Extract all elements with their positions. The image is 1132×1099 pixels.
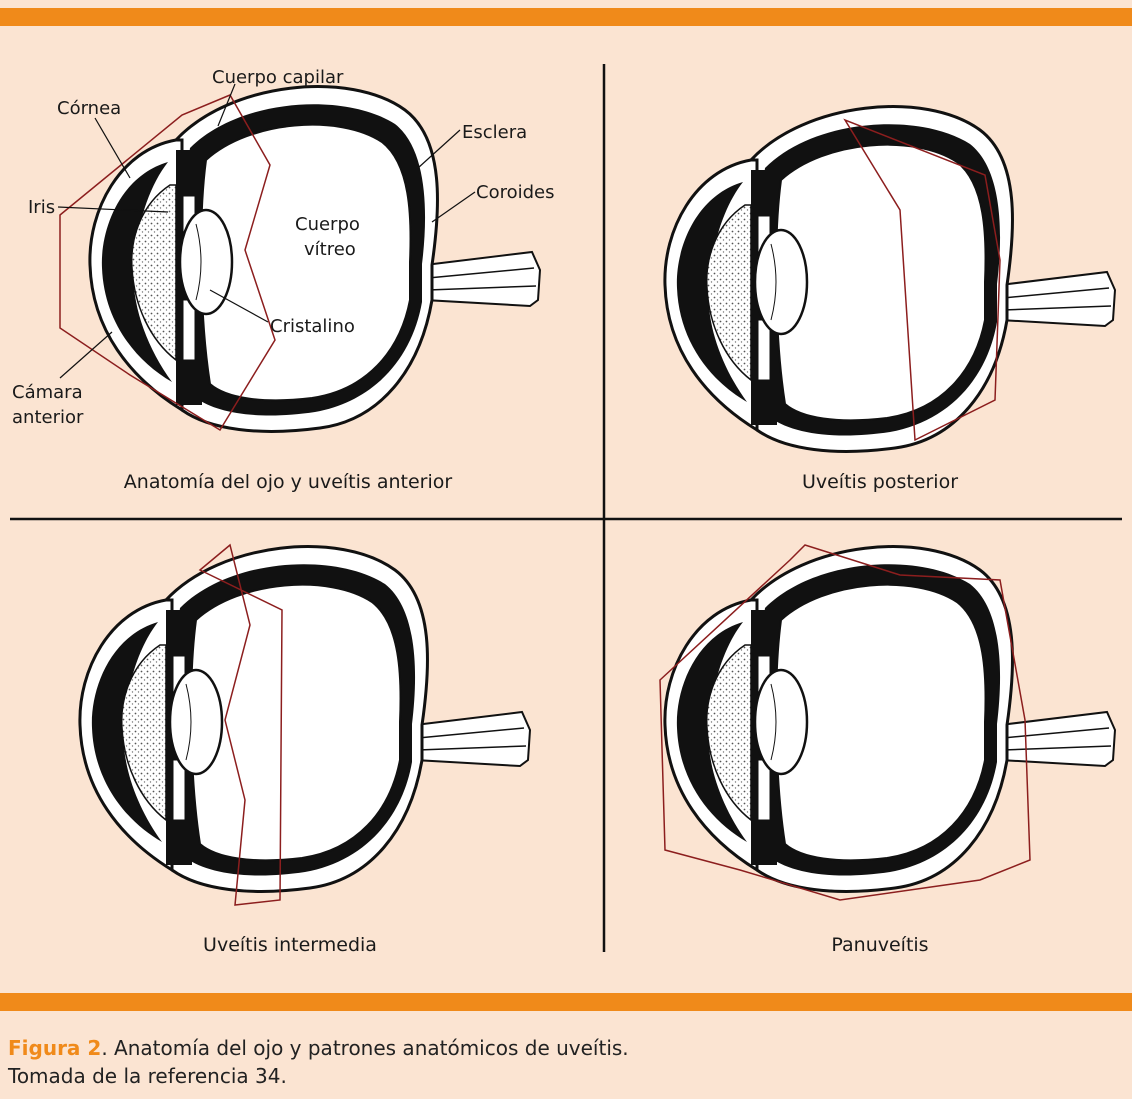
label-cornea: Córnea [57,98,121,119]
eye-intermediate-drawing [80,547,530,892]
eye-posterior-panel: Uveítis posterior [665,107,1115,493]
label-camara: Cámara [12,382,83,403]
figure-title: . Anatomía del ojo y patrones anatómicos… [101,1036,628,1060]
caption-anterior: Anatomía del ojo y uveítis anterior [124,471,453,493]
eye-panuveitis-drawing [665,547,1115,892]
eye-intermediate-panel: Uveítis intermedia [80,545,530,956]
label-anterior: anterior [12,407,84,428]
uveitis-diagram: Córnea Cuerpo capilar Esclera Coroides I… [0,26,1132,993]
figure-caption-line-1: Figura 2. Anatomía del ojo y patrones an… [8,1034,629,1062]
caption-posterior: Uveítis posterior [802,471,958,493]
eye-panuveitis-panel: Panuveítis [660,545,1115,956]
bottom-accent-bar [0,993,1132,1011]
label-vitreo: vítreo [304,239,356,260]
figure-caption: Figura 2. Anatomía del ojo y patrones an… [8,1034,629,1090]
label-esclera: Esclera [462,122,527,143]
top-accent-bar [0,8,1132,26]
eye-anatomy-panel: Córnea Cuerpo capilar Esclera Coroides I… [12,67,554,493]
label-iris: Iris [28,197,55,218]
figure-source: Tomada de la referencia 34. [8,1062,629,1090]
figure-label: Figura 2 [8,1036,101,1060]
caption-intermediate: Uveítis intermedia [203,934,377,956]
caption-panuveitis: Panuveítis [831,934,928,956]
label-cristalino: Cristalino [270,316,355,337]
label-cuerpo-capilar: Cuerpo capilar [212,67,344,88]
eye-posterior-drawing [665,107,1115,452]
label-coroides: Coroides [476,182,554,203]
label-cuerpo: Cuerpo [295,214,360,235]
